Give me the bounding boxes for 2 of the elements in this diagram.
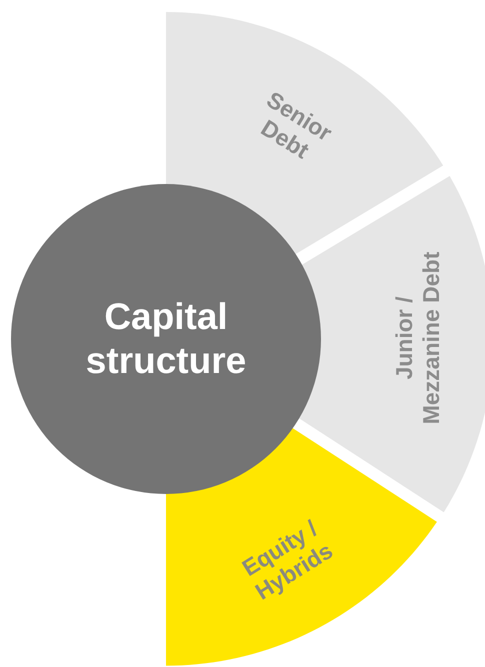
segment-label: Junior / Mezzanine Debt [390, 250, 445, 426]
circle-label: Capital structure [84, 295, 248, 383]
